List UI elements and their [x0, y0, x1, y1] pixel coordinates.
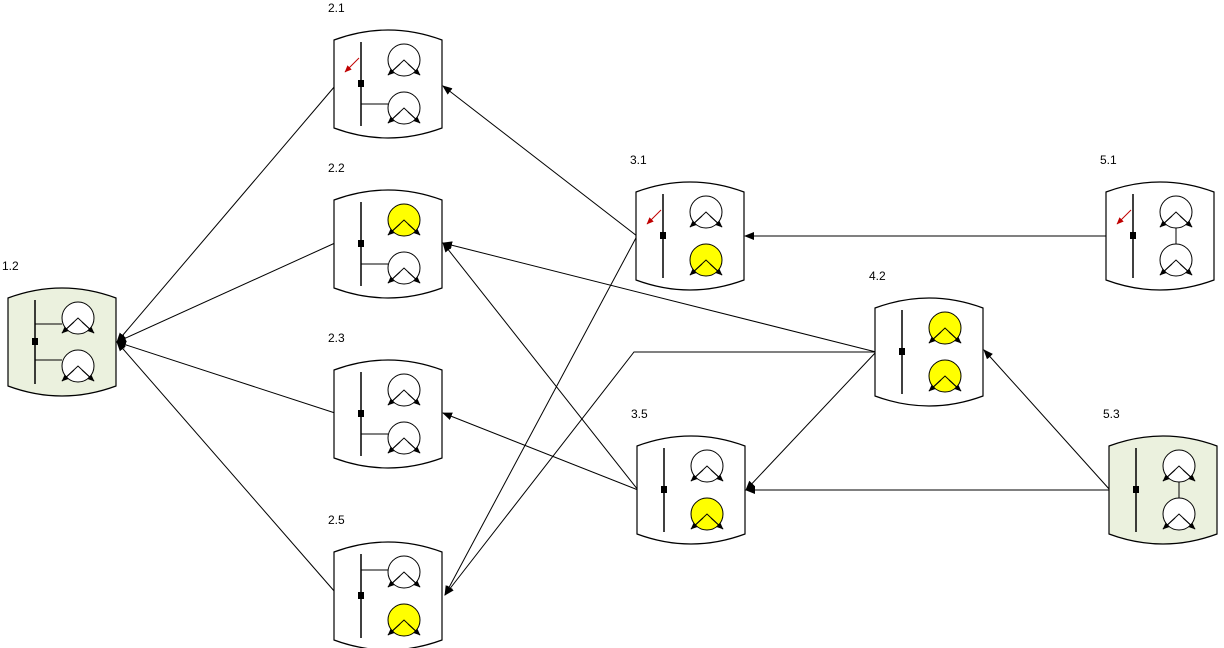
- edge-n42-to-n22: [442, 241, 877, 353]
- edge-n31-to-n21: [442, 85, 638, 237]
- edge-n35-to-n22: [442, 242, 639, 491]
- lamp-top-icon: [690, 449, 724, 483]
- edge-n25-to-n12: [116, 341, 336, 593]
- lamp-bottom-icon: [1162, 497, 1196, 531]
- node-label: 5.3: [1103, 407, 1120, 421]
- edge-n22-to-n12: [116, 242, 336, 343]
- lamp-top-icon: [689, 195, 723, 229]
- lamp-top-icon: [387, 43, 421, 77]
- node-body: [7, 287, 117, 397]
- lamp-top-icon: [387, 373, 421, 407]
- breaker-mark: [358, 80, 364, 87]
- lamp-top-icon: [1159, 195, 1193, 229]
- node-label: 3.1: [630, 153, 647, 167]
- node-body: [333, 29, 443, 139]
- node-body: [333, 189, 443, 299]
- node-body: [874, 297, 984, 407]
- node-2-5[interactable]: 2.5: [328, 513, 443, 648]
- node-label: 2.1: [328, 1, 345, 15]
- breaker-mark: [358, 410, 364, 417]
- lamp-bottom-icon: [690, 497, 724, 531]
- edge-n21-to-n12: [116, 85, 336, 343]
- lamp-bottom-icon: [387, 421, 421, 455]
- lamp-top-icon: [928, 311, 962, 345]
- edge-n31-to-n25: [444, 235, 638, 596]
- edge-n23-to-n12: [116, 340, 336, 414]
- node-3-5[interactable]: 3.5: [631, 407, 746, 545]
- breaker-mark: [1130, 232, 1136, 239]
- lamp-top-icon: [61, 301, 95, 335]
- lamp-top-icon: [387, 555, 421, 589]
- node-body: [636, 435, 746, 545]
- node-label: 5.1: [1100, 153, 1117, 167]
- node-4-2[interactable]: 4.2: [869, 269, 984, 407]
- breaker-mark: [358, 592, 364, 599]
- breaker-mark: [661, 486, 667, 493]
- node-1-2[interactable]: 1.2: [2, 259, 117, 397]
- lamp-bottom-icon: [1159, 243, 1193, 277]
- node-5-3[interactable]: 5.3: [1103, 407, 1218, 545]
- fault-arrow-icon: [344, 57, 360, 73]
- node-body: [635, 181, 745, 291]
- breaker-mark: [899, 348, 905, 355]
- edges-layer: [116, 85, 1111, 596]
- edge-n35-to-n23: [442, 412, 639, 491]
- node-label: 2.5: [328, 513, 345, 527]
- edge-n53-to-n42: [983, 349, 1111, 491]
- node-label: 4.2: [869, 269, 886, 283]
- lamp-bottom-icon: [387, 91, 421, 125]
- lamp-bottom-icon: [689, 243, 723, 277]
- lamp-top-icon: [387, 203, 421, 237]
- node-body: [1105, 181, 1215, 291]
- lamp-bottom-icon: [387, 251, 421, 285]
- node-3-1[interactable]: 3.1: [630, 153, 745, 291]
- breaker-mark: [358, 240, 364, 247]
- node-label: 2.2: [328, 161, 345, 175]
- node-2-2[interactable]: 2.2: [328, 161, 443, 299]
- node-body: [333, 541, 443, 648]
- breaker-mark: [1133, 486, 1139, 493]
- fault-arrow-icon: [646, 209, 662, 225]
- lamp-bottom-icon: [61, 349, 95, 383]
- node-body: [1108, 435, 1218, 545]
- node-2-1[interactable]: 2.1: [328, 1, 443, 139]
- lamp-top-icon: [1162, 449, 1196, 483]
- node-label: 3.5: [631, 407, 648, 421]
- node-body: [333, 359, 443, 469]
- fault-arrow-icon: [1116, 209, 1132, 225]
- lamp-bottom-icon: [387, 603, 421, 637]
- edge-n42-to-n25: [444, 351, 876, 596]
- breaker-mark: [660, 232, 666, 239]
- node-5-1[interactable]: 5.1: [1100, 153, 1215, 291]
- edge-n42-to-n35: [745, 351, 877, 491]
- node-2-3[interactable]: 2.3: [328, 331, 443, 469]
- breaker-mark: [32, 338, 38, 345]
- node-label: 1.2: [2, 259, 19, 273]
- node-label: 2.3: [328, 331, 345, 345]
- lamp-bottom-icon: [928, 359, 962, 393]
